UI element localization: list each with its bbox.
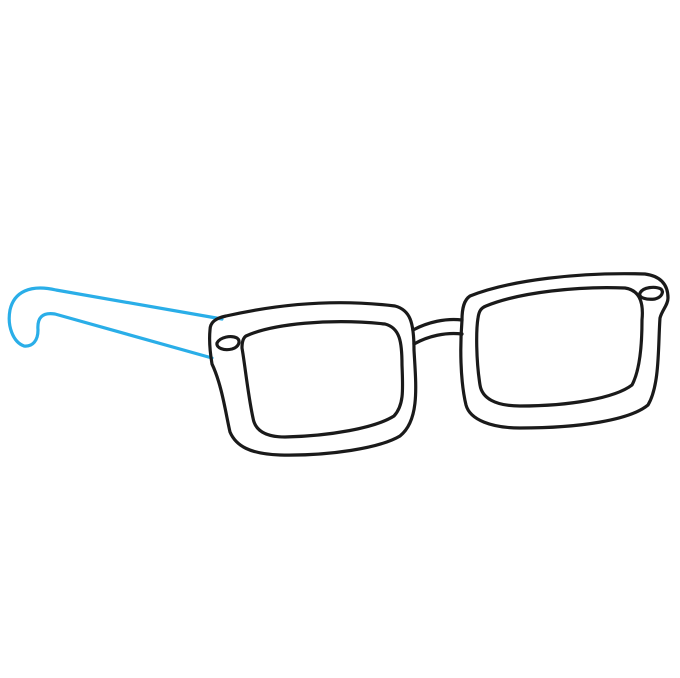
right-hinge-dot: [638, 285, 664, 301]
left-frame-outer: [208, 301, 418, 457]
left-lens: [240, 320, 405, 439]
left-hinge-dot: [215, 335, 241, 352]
right-frame-outer: [459, 272, 670, 430]
temple-arm: [7, 286, 224, 360]
bridge: [411, 317, 464, 346]
right-lens: [475, 286, 644, 408]
